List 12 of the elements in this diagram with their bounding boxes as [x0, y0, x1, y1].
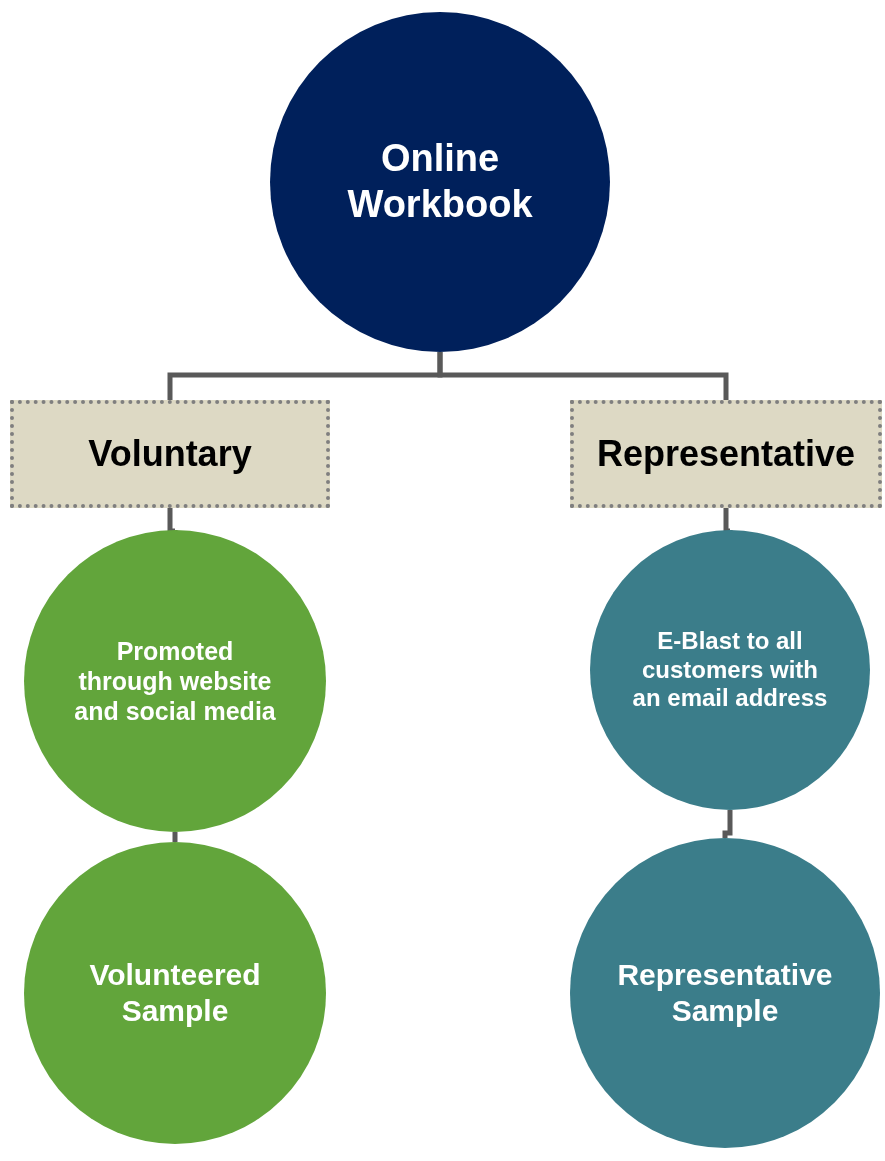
node-label: E-Blast to all customers with an email address — [631, 626, 829, 714]
node-label: Volunteered Sample — [88, 957, 262, 1029]
node-label: Voluntary — [88, 432, 252, 476]
connector-line — [722, 810, 733, 838]
category-box — [10, 400, 330, 508]
node-label: Online Workbook — [346, 136, 534, 227]
connector-line — [172, 832, 178, 842]
connector-line — [437, 352, 729, 400]
node-label: Representative Sample — [616, 957, 834, 1029]
category-box — [570, 400, 882, 508]
node-label: Promoted through website and social media — [74, 636, 276, 726]
node-label: Representative — [596, 432, 856, 476]
